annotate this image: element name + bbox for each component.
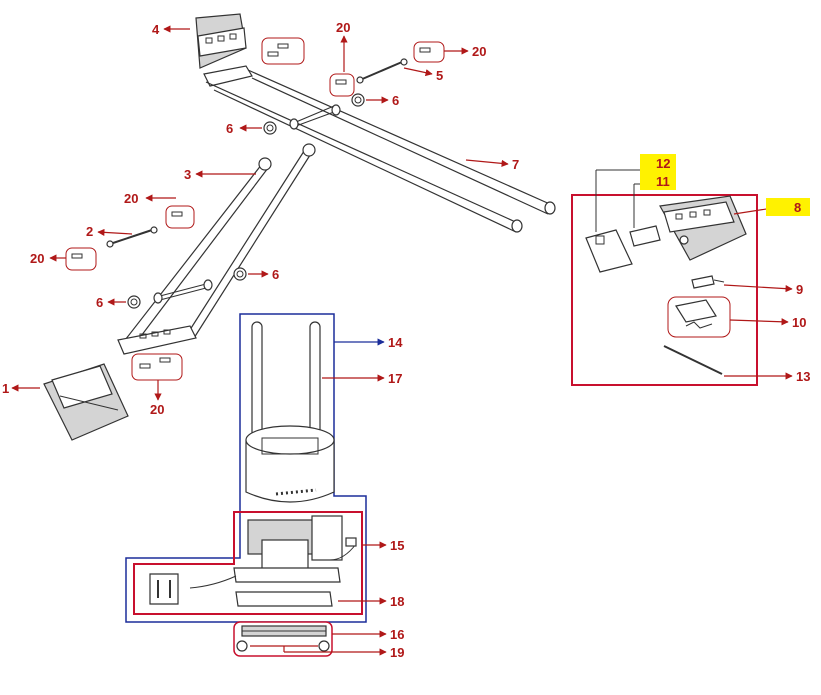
label-part-15: 15 <box>390 538 404 553</box>
label-part-20: 20 <box>336 20 350 35</box>
label-part-14: 14 <box>388 335 403 350</box>
label-part-3: 3 <box>184 167 191 182</box>
label-part-6: 6 <box>392 93 399 108</box>
label-part-8: 8 <box>794 200 801 215</box>
label-part-20: 20 <box>150 402 164 417</box>
label-part-17: 17 <box>388 371 402 386</box>
label-part-19: 19 <box>390 645 404 660</box>
leader-arrows <box>11 25 793 656</box>
label-part-11: 11 <box>656 174 670 189</box>
label-part-16: 16 <box>390 627 404 642</box>
part-7-upper-arm <box>203 65 556 233</box>
part-1-lower-bracket <box>43 363 129 441</box>
fastener-sets <box>65 37 445 381</box>
label-part-6: 6 <box>96 295 103 310</box>
label-part-6: 6 <box>272 267 279 282</box>
label-part-4: 4 <box>152 22 160 37</box>
highlight-11 <box>640 172 676 190</box>
highlight-12 <box>640 154 676 172</box>
label-part-7: 7 <box>512 157 519 172</box>
lamp-head-assembly <box>571 169 758 386</box>
label-part-1: 1 <box>2 381 9 396</box>
label-part-20: 20 <box>472 44 486 59</box>
part-3-lower-arm <box>117 143 316 355</box>
label-part-2: 2 <box>86 224 93 239</box>
label-part-18: 18 <box>390 594 404 609</box>
label-part-20: 20 <box>30 251 44 266</box>
part-labels: 4 20 20 5 6 6 7 3 20 2 20 6 6 1 20 12 11… <box>2 20 810 660</box>
label-part-20: 20 <box>124 191 138 206</box>
part-4-top-bracket <box>195 13 247 69</box>
label-part-6: 6 <box>226 121 233 136</box>
label-part-13: 13 <box>796 369 810 384</box>
base-assembly <box>125 313 367 657</box>
label-part-5: 5 <box>436 68 443 83</box>
highlight-8 <box>766 198 810 216</box>
label-part-12: 12 <box>656 156 670 171</box>
label-part-9: 9 <box>796 282 803 297</box>
label-part-10: 10 <box>792 315 806 330</box>
